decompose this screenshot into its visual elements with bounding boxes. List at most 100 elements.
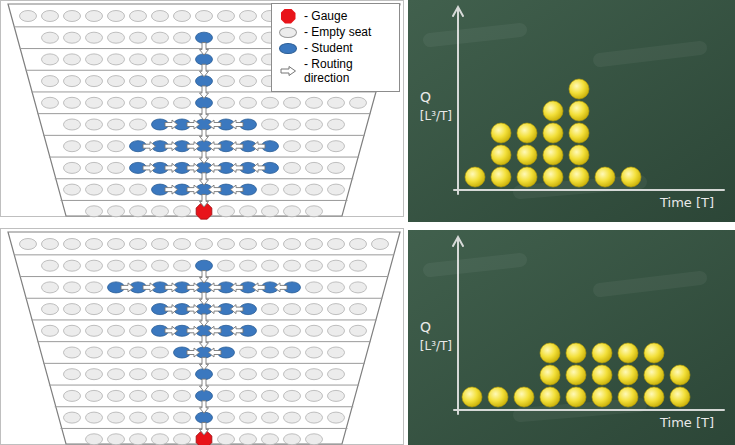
empty-seat	[350, 260, 367, 271]
empty-seat	[108, 390, 125, 401]
empty-seat	[64, 11, 81, 22]
legend-entry: - Empty seat	[278, 25, 395, 39]
empty-seat	[262, 119, 279, 130]
empty-seat	[284, 325, 301, 336]
empty-seat	[108, 11, 125, 22]
empty-seat	[262, 304, 279, 315]
empty-seat	[86, 76, 103, 87]
empty-seat	[350, 304, 367, 315]
legend-box: - Gauge- Empty seat- Student- Routing di…	[271, 3, 400, 92]
empty-seat	[108, 434, 125, 445]
empty-seat	[240, 206, 257, 217]
empty-seat	[64, 390, 81, 401]
routing-arrow	[165, 120, 178, 129]
empty-seat	[218, 412, 235, 423]
board-ground	[408, 0, 735, 222]
routing-arrow	[187, 142, 200, 151]
empty-seat	[64, 260, 81, 271]
routing-arrow	[200, 194, 209, 207]
empty-seat	[306, 390, 323, 401]
empty-seat	[152, 260, 169, 271]
legend-sample	[278, 41, 298, 55]
routing-arrow	[121, 283, 134, 292]
routing-arrow	[231, 142, 244, 151]
empty-seat	[130, 76, 147, 87]
routing-arrow	[209, 283, 222, 292]
empty-seat	[262, 206, 279, 217]
empty-seat	[64, 54, 81, 65]
routing-arrow	[165, 142, 178, 151]
empty-seat	[284, 347, 301, 358]
empty-seat	[86, 260, 103, 271]
routing-arrow	[200, 357, 209, 370]
routing-arrow	[209, 185, 222, 194]
empty-seat	[108, 32, 125, 43]
chalkboard	[408, 0, 735, 222]
empty-seat	[130, 412, 147, 423]
routing-arrow	[187, 326, 200, 335]
empty-seat	[86, 141, 103, 152]
empty-seat	[284, 260, 301, 271]
routing-arrow	[200, 314, 209, 327]
yellow-ball	[618, 387, 638, 407]
yellow-ball	[569, 101, 589, 121]
empty-seat	[86, 184, 103, 195]
routing-arrow	[200, 336, 209, 349]
empty-seat	[284, 184, 301, 195]
empty-seat	[284, 369, 301, 380]
yellow-ball	[540, 365, 560, 385]
lecture-hall	[1, 1, 404, 220]
lecture-hall	[1, 229, 404, 445]
empty-seat	[42, 260, 59, 271]
empty-seat	[130, 54, 147, 65]
routing-arrow	[165, 163, 178, 172]
routing-arrow	[209, 326, 222, 335]
legend-swatch	[279, 43, 297, 54]
hall-outline	[8, 232, 400, 444]
empty-seat	[284, 119, 301, 130]
yellow-ball	[670, 365, 690, 385]
empty-seat	[86, 282, 103, 293]
empty-seat	[262, 390, 279, 401]
routing-arrow	[231, 305, 244, 314]
empty-seat	[86, 390, 103, 401]
legend-text: - Gauge	[304, 9, 347, 23]
empty-seat	[196, 239, 213, 250]
empty-seat	[240, 76, 257, 87]
empty-seat	[328, 282, 345, 293]
empty-seat	[174, 260, 191, 271]
chalk-smudge	[600, 278, 700, 290]
empty-seat	[306, 97, 323, 108]
empty-seat	[86, 412, 103, 423]
empty-seat	[108, 97, 125, 108]
chalk-smudge	[430, 30, 520, 40]
hall-outline	[8, 4, 400, 216]
empty-seat	[306, 162, 323, 173]
legend-text: - Empty seat	[304, 25, 371, 39]
empty-seat	[328, 260, 345, 271]
empty-seat	[64, 76, 81, 87]
empty-seat	[306, 369, 323, 380]
axis-symbol: Q	[420, 90, 431, 105]
routing-arrow	[143, 163, 156, 172]
empty-seat	[130, 239, 147, 250]
empty-seat	[64, 239, 81, 250]
routing-arrow	[209, 348, 222, 357]
empty-seat	[328, 162, 345, 173]
axis-title: Time [T]	[660, 196, 714, 210]
empty-seat	[240, 32, 257, 43]
empty-seat	[152, 347, 169, 358]
routing-arrow	[200, 151, 209, 164]
empty-seat	[42, 282, 59, 293]
empty-seat	[240, 239, 257, 250]
yellow-ball	[644, 343, 664, 363]
empty-seat	[284, 390, 301, 401]
chalk-smudge	[430, 260, 520, 270]
chalk-smudge	[600, 48, 700, 60]
empty-seat	[130, 434, 147, 445]
empty-seat	[350, 282, 367, 293]
empty-seat	[108, 239, 125, 250]
empty-seat	[240, 412, 257, 423]
empty-seat	[152, 434, 169, 445]
routing-arrow	[143, 283, 156, 292]
